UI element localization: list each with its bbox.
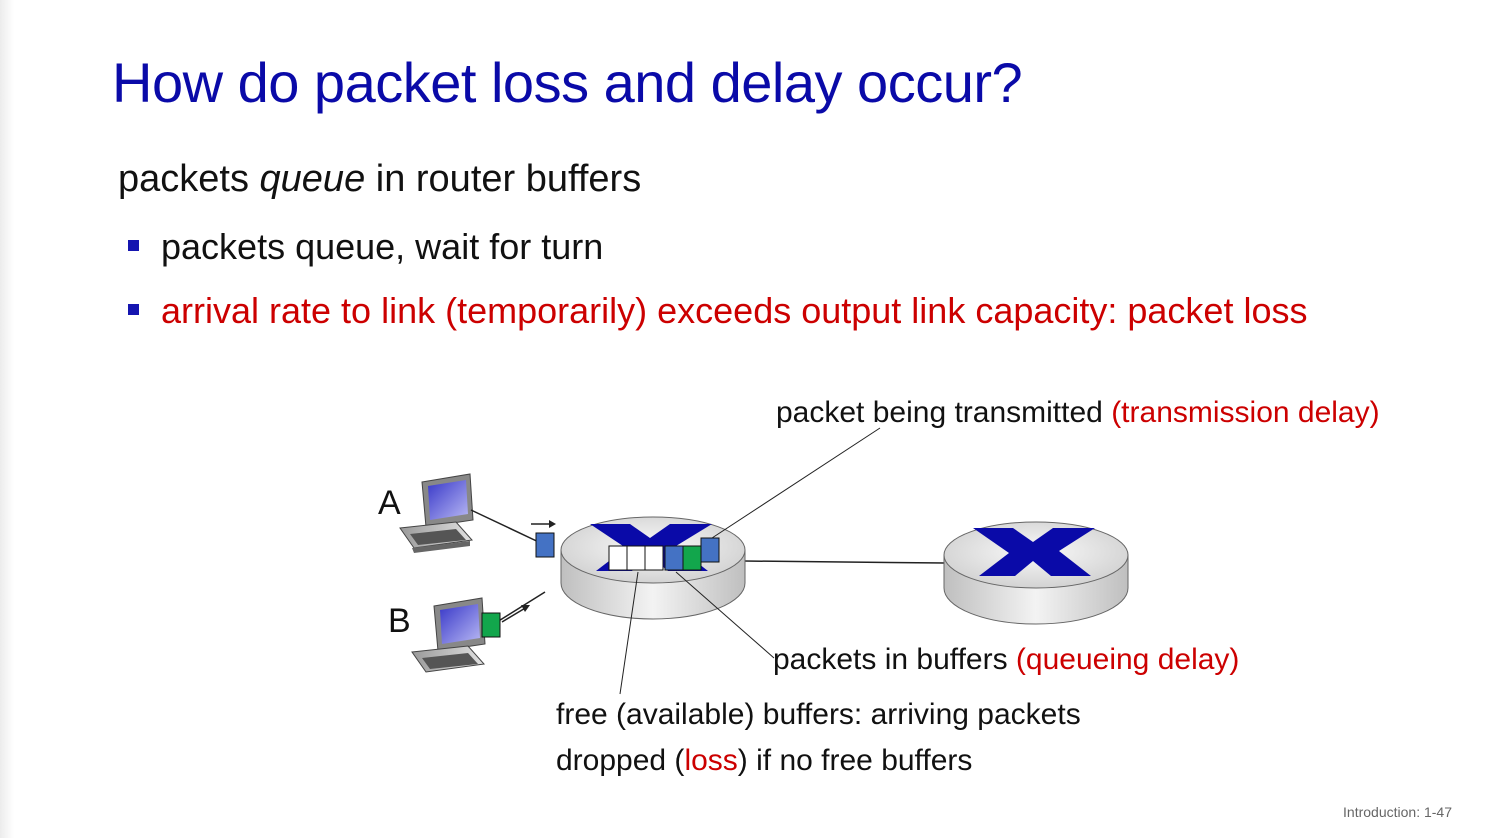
transmission-label: packet being transmitted (transmission d… (776, 396, 1380, 430)
queued-packet-blue (664, 545, 684, 571)
transmission-label-text: packet being transmitted (776, 396, 1112, 429)
free-buffer-slot (608, 545, 628, 571)
computer-b-icon (411, 597, 486, 673)
callout-line-buffers (675, 571, 775, 659)
free-buffers-label-line1: free (available) buffers: arriving packe… (556, 698, 1081, 731)
slide-left-edge (0, 0, 14, 838)
intro-emphasis: queue (259, 158, 366, 200)
transmitting-packet (700, 537, 720, 563)
arriving-packet-a (535, 532, 555, 558)
link-a (470, 509, 546, 546)
slide-footer: Introduction: 1-47 (1343, 804, 1452, 820)
computer-a-icon (399, 473, 474, 553)
transmission-delay-label: (transmission delay) (1111, 396, 1380, 429)
bullet-text: arrival rate to link (temporarily) excee… (161, 290, 1308, 331)
queued-packet-green (682, 545, 702, 571)
host-b-label: B (388, 602, 411, 640)
bullet-text: packets queue, wait for turn (161, 226, 604, 267)
link-b (496, 591, 546, 623)
free-buffers-label-line2: dropped (loss) if no free buffers (556, 744, 972, 778)
free-line2-after: ) if no free buffers (737, 744, 973, 777)
router-right-icon (943, 521, 1129, 625)
router-link (743, 560, 946, 564)
callout-line-transmitted (711, 427, 881, 539)
buffers-label: packets in buffers (queueing delay) (773, 643, 1239, 677)
host-a-label: A (378, 484, 401, 522)
intro-after: in router buffers (365, 158, 642, 200)
arrow-up-right-icon (501, 605, 530, 623)
bullet-item: packets queue, wait for turn (128, 226, 603, 268)
slide-title: How do packet loss and delay occur? (112, 51, 1023, 114)
bullet-item: arrival rate to link (temporarily) excee… (128, 290, 1307, 332)
queueing-delay-label: (queueing delay) (1015, 643, 1240, 676)
loss-label: loss (684, 744, 738, 777)
free-line2-before: dropped ( (556, 744, 685, 777)
intro-line: packets queue in router buffers (118, 158, 641, 201)
arriving-packet-b (481, 612, 501, 638)
intro-before: packets (118, 158, 260, 200)
arrow-right-icon (531, 520, 556, 528)
free-buffer-slot (644, 545, 664, 571)
bullet-square-icon (128, 239, 139, 251)
router-buffer-queue (608, 545, 702, 571)
bullet-square-icon (128, 303, 139, 315)
callout-line-free (619, 571, 639, 695)
free-buffer-slot (626, 545, 646, 571)
buffers-label-text: packets in buffers (773, 643, 1016, 676)
